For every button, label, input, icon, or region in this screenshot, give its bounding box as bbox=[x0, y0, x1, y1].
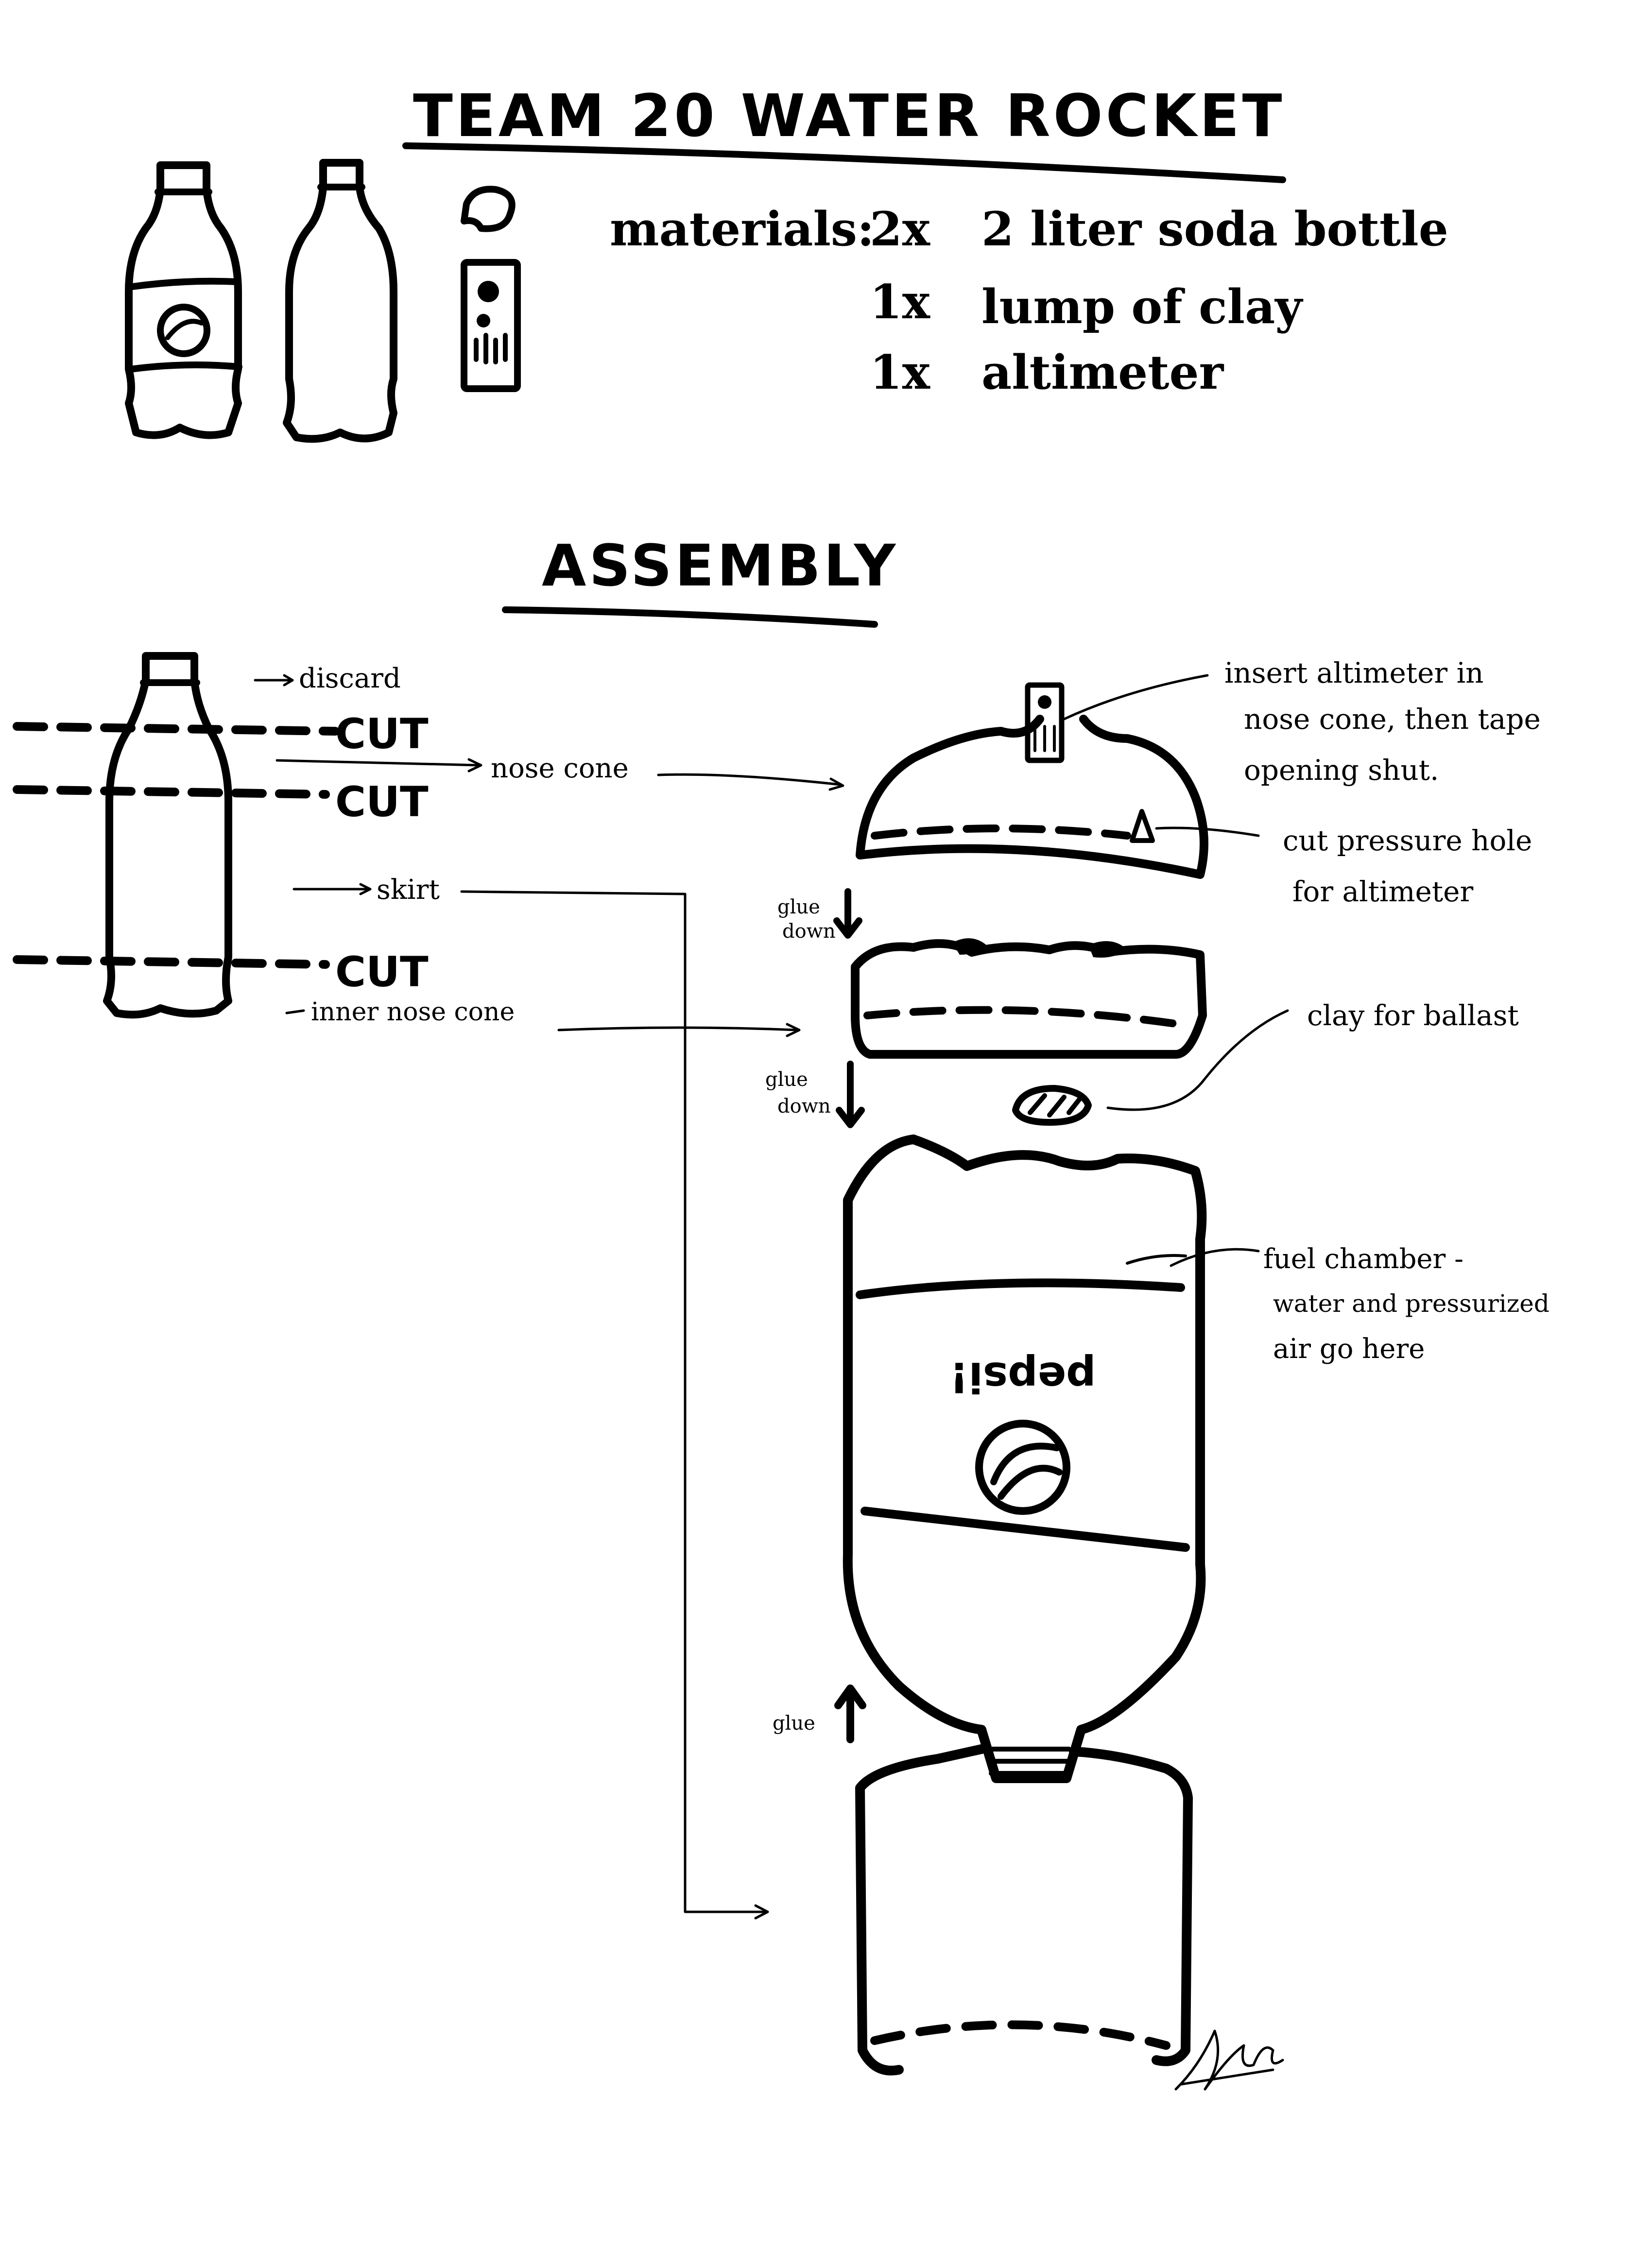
cut-label-3: CUT bbox=[335, 948, 429, 997]
glue-down-arrow-2 bbox=[836, 1061, 865, 1128]
cut-line-1 bbox=[13, 722, 340, 736]
signature-scribble bbox=[1174, 2029, 1284, 2091]
glue-down-label-2a: glue bbox=[765, 1068, 808, 1091]
skirt-leader bbox=[460, 890, 769, 1920]
fuel-leader bbox=[1170, 1248, 1260, 1267]
glue-down-label-2b: down bbox=[777, 1095, 831, 1117]
materials-label: materials: bbox=[610, 202, 874, 257]
clay-ballast-icon bbox=[1012, 1085, 1092, 1126]
altimeter-note-line-3: opening shut. bbox=[1244, 754, 1439, 787]
nose-cone-leader bbox=[657, 773, 844, 791]
pressure-hole-note-line-1: cut pressure hole bbox=[1283, 824, 1532, 857]
cut-label-2: CUT bbox=[335, 778, 429, 826]
assembly-heading: ASSEMBLY bbox=[542, 532, 898, 599]
clay-leader bbox=[1106, 1009, 1289, 1111]
assembly-underline bbox=[502, 606, 878, 628]
skirt-arrow bbox=[293, 883, 372, 895]
altimeter-icon bbox=[461, 259, 521, 392]
material-name-1: 2 liter soda bottle bbox=[981, 202, 1448, 257]
cut-line-2 bbox=[13, 785, 330, 799]
glue-label: glue bbox=[773, 1712, 815, 1735]
title-underline bbox=[402, 142, 1286, 183]
clay-lump-icon bbox=[461, 186, 516, 232]
fuel-chamber-bottle bbox=[843, 1134, 1207, 1783]
cut-label-1: CUT bbox=[335, 710, 429, 758]
altimeter-note-line-2: nose cone, then tape bbox=[1244, 703, 1541, 736]
glue-down-arrow-1 bbox=[833, 888, 862, 939]
pressure-hole-note-line-2: for altimeter bbox=[1292, 875, 1473, 908]
glue-up-arrow bbox=[834, 1684, 866, 1743]
bottle-brand-label: pepsi! bbox=[949, 1353, 1096, 1401]
cut-line-3 bbox=[13, 955, 330, 969]
material-name-2: lump of clay bbox=[981, 279, 1304, 334]
material-qty-3: 1x bbox=[870, 345, 930, 400]
glue-down-label-1a: glue bbox=[777, 896, 820, 918]
pepsi-bottle-icon bbox=[125, 161, 242, 439]
material-qty-1: 2x bbox=[870, 202, 930, 257]
glue-down-label-1b: down bbox=[782, 920, 836, 943]
pressure-hole-leader bbox=[1155, 826, 1260, 837]
inner-nose-cone-leader bbox=[557, 1023, 801, 1037]
plain-bottle-icon bbox=[283, 159, 397, 443]
skirt-piece bbox=[855, 1744, 1193, 2076]
altimeter-in-nose-icon bbox=[1025, 682, 1065, 763]
inner-nose-cone-piece bbox=[851, 938, 1207, 1059]
nose-cone-label: nose cone bbox=[491, 753, 629, 784]
material-name-3: altimeter bbox=[981, 345, 1224, 400]
page-title: TEAM 20 WATER ROCKET bbox=[413, 83, 1285, 150]
cut-bottle-icon bbox=[103, 652, 232, 1019]
material-qty-2: 1x bbox=[870, 275, 930, 329]
fuel-note-line-1: fuel chamber - bbox=[1263, 1243, 1463, 1275]
inner-nose-cone-arrow bbox=[285, 1009, 305, 1014]
discard-arrow bbox=[254, 674, 294, 687]
clay-note: clay for ballast bbox=[1307, 999, 1519, 1032]
fuel-note-line-2: water and pressurized bbox=[1273, 1289, 1549, 1318]
discard-label: discard bbox=[299, 663, 401, 694]
fuel-note-line-3: air go here bbox=[1273, 1333, 1425, 1365]
altimeter-note-line-1: insert altimeter in bbox=[1224, 656, 1483, 689]
altimeter-leader bbox=[1063, 674, 1209, 721]
nose-cone-arrow bbox=[275, 758, 482, 773]
inner-nose-cone-label: inner nose cone bbox=[311, 997, 515, 1027]
nose-cone-piece bbox=[856, 715, 1208, 879]
skirt-label: skirt bbox=[377, 874, 440, 906]
